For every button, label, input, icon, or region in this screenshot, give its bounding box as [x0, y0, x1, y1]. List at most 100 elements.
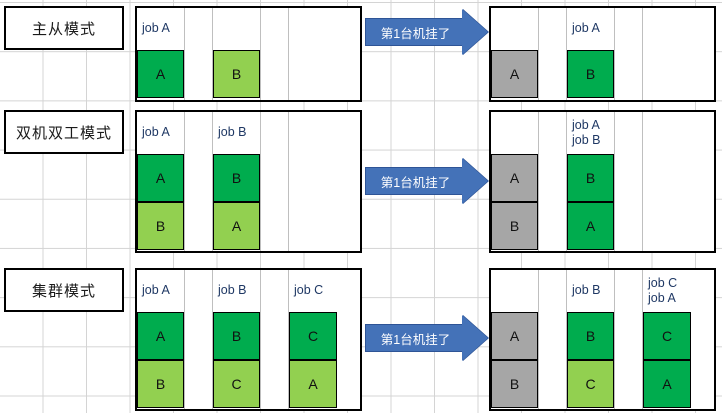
arrow-head-icon [462, 158, 488, 204]
machine-column-3: B [213, 8, 261, 100]
machine-column-5 [643, 112, 691, 251]
job-slot-empty [643, 202, 691, 250]
arrow-head-icon [462, 9, 488, 55]
job-slot-empty [643, 154, 691, 202]
job-header [615, 270, 642, 312]
job-header [185, 112, 212, 154]
job-header: job C [289, 270, 337, 312]
job-slot-empty [615, 202, 642, 250]
job-slot-empty [615, 360, 642, 408]
machine-column-2 [185, 270, 213, 409]
job-slot-green: A [137, 312, 184, 360]
machine-column-5 [643, 8, 691, 100]
job-header: job A [137, 270, 184, 312]
job-slot-grey: A [491, 154, 538, 202]
job-label: job A [142, 283, 170, 298]
job-slot-lime: A [289, 360, 337, 408]
job-slot-grey: B [491, 360, 538, 408]
machine-column-4 [615, 112, 643, 251]
job-header [643, 8, 691, 50]
machine-column-2 [185, 112, 213, 251]
machine-column-2 [185, 8, 213, 100]
job-header: job B [567, 270, 614, 312]
job-slot-green: C [289, 312, 337, 360]
job-slot-green: A [567, 202, 614, 250]
job-slot-lime: B [137, 360, 184, 408]
job-header [615, 112, 642, 154]
machine-column-4 [615, 8, 643, 100]
job-slot-green: C [643, 312, 691, 360]
mode-label-row3: 集群模式 [4, 268, 124, 312]
job-slot-empty [261, 312, 288, 360]
job-header [539, 112, 566, 154]
job-label: job C [294, 283, 324, 298]
job-header: job B [213, 112, 260, 154]
arrow-head-icon [462, 315, 488, 361]
machine-column-4 [261, 8, 289, 100]
mode-label-row2: 双机双工模式 [4, 110, 124, 154]
job-header [289, 8, 337, 50]
job-slot-grey: B [491, 202, 538, 250]
job-header [213, 8, 260, 50]
job-label: job A [142, 125, 170, 140]
job-slot-empty [615, 154, 642, 202]
job-label: job B [218, 125, 247, 140]
arrow-label: 第1台机挂了 [365, 167, 463, 195]
failover-arrow-row2: 第1台机挂了 [365, 158, 489, 204]
job-header [261, 112, 288, 154]
job-slot-empty [539, 202, 566, 250]
job-label: job A [572, 21, 600, 36]
job-slot-green: B [213, 312, 260, 360]
job-slot-lime: B [137, 202, 184, 250]
job-slot-lime: A [213, 202, 260, 250]
job-header [185, 270, 212, 312]
job-slot-empty [185, 202, 212, 250]
job-slot-empty [539, 312, 566, 360]
mode-label-row1: 主从模式 [4, 6, 124, 50]
job-slot-empty [643, 50, 691, 98]
job-header [185, 8, 212, 50]
job-slot-lime: C [567, 360, 614, 408]
job-label: job C [648, 275, 678, 290]
job-slot-empty [261, 360, 288, 408]
machine-column-4 [261, 112, 289, 251]
job-label: job A [648, 291, 676, 305]
job-slot-green: A [643, 360, 691, 408]
job-header [261, 8, 288, 50]
machine-column-2 [539, 112, 567, 251]
job-slot-lime: B [213, 50, 260, 98]
job-header: job A [137, 8, 184, 50]
job-slot-empty [185, 154, 212, 202]
job-header [643, 112, 691, 154]
job-header [539, 270, 566, 312]
job-slot-lime: C [213, 360, 260, 408]
machine-column-4 [615, 270, 643, 409]
job-slot-empty [185, 312, 212, 360]
job-slot-empty [289, 50, 337, 98]
arrow-label: 第1台机挂了 [365, 18, 463, 46]
job-slot-empty [615, 50, 642, 98]
job-slot-empty [289, 154, 337, 202]
arrow-label: 第1台机挂了 [365, 324, 463, 352]
job-header [491, 112, 538, 154]
job-header [491, 8, 538, 50]
job-slot-green: B [213, 154, 260, 202]
job-slot-green: A [137, 154, 184, 202]
machine-column-4 [261, 270, 289, 409]
machine-column-2 [539, 8, 567, 100]
job-header [289, 112, 337, 154]
job-slot-empty [615, 312, 642, 360]
machine-column-2 [539, 270, 567, 409]
